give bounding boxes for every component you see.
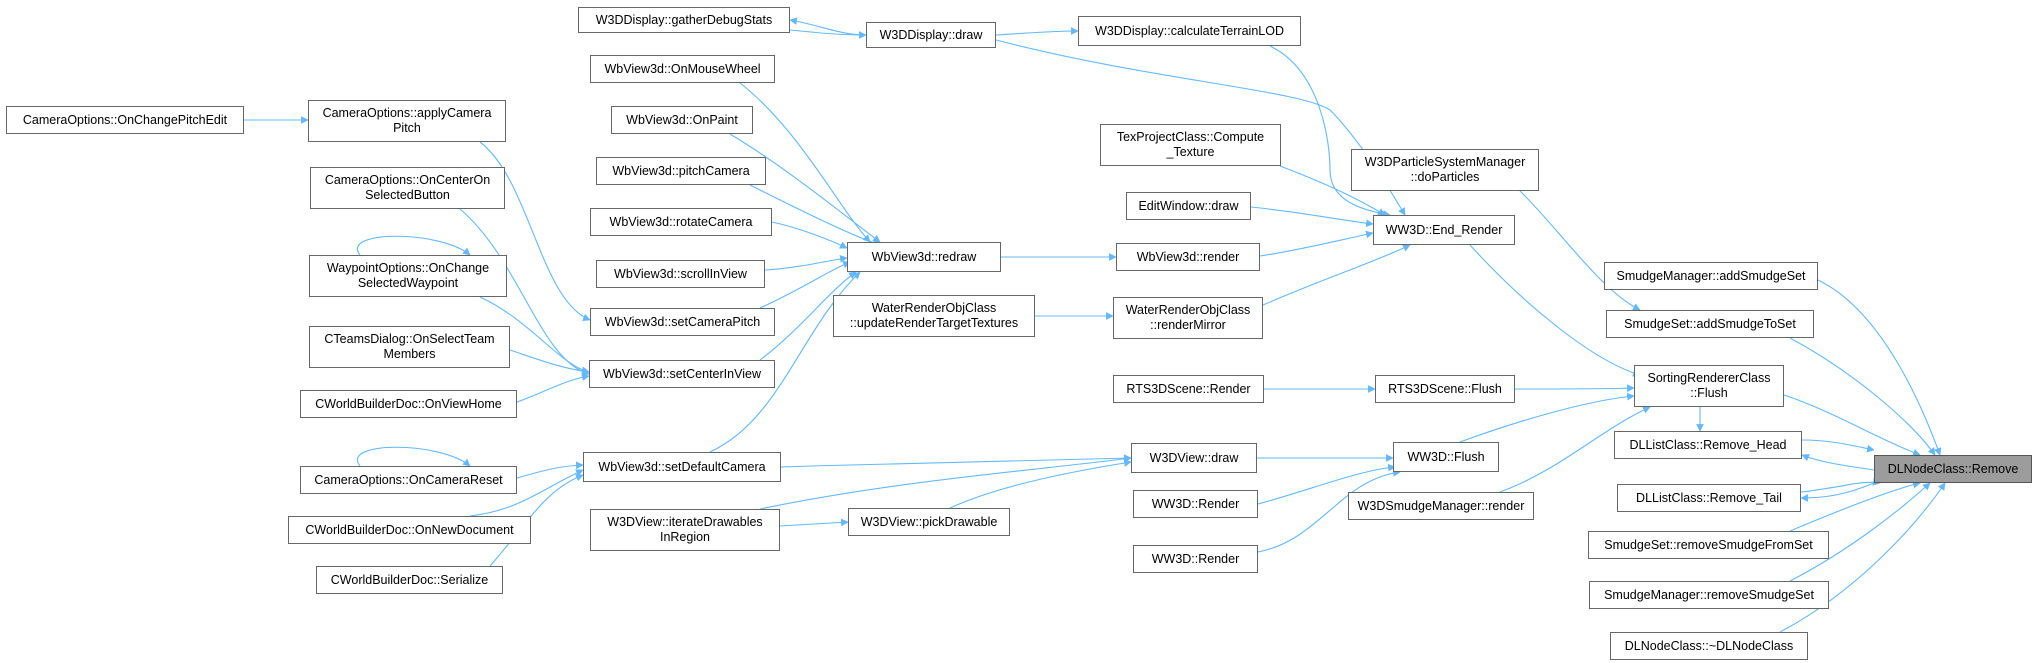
edge-ww3d-end-to-sorting-flush [1469,244,1641,377]
edge-wbdoc-new-to-wbv-setdefault [469,469,584,517]
edge-cam-reset-to-cam-reset [356,446,471,467]
node-wbv-paint[interactable]: WbView3d::OnPaint [611,106,753,134]
edge-dll-remove-head-to-dlnode-remove [1801,439,1875,453]
node-texproj[interactable]: TexProjectClass::Compute _Texture [1100,124,1281,166]
node-rts-flush[interactable]: RTS3DScene::Flush [1375,375,1515,403]
edge-w3dd-draw-to-w3dd-lod [995,27,1079,36]
node-wbdoc-home[interactable]: CWorldBuilderDoc::OnViewHome [300,390,517,418]
edge-sorting-flush-to-dlnode-remove [1783,394,1921,457]
edge-wbv-wheel-to-wbv-redraw [739,82,871,243]
node-ww3d-end[interactable]: WW3D::End_Render [1373,215,1515,245]
edge-ww3d-render1-to-ww3d-flush [1257,463,1396,505]
node-dll-remove-tail[interactable]: DLListClass::Remove_Tail [1617,484,1801,512]
edge-wp-change-to-wp-change [356,235,471,256]
node-dlnode-dtor[interactable]: DLNodeClass::~DLNodeClass [1610,632,1808,660]
edge-wbv-pitch-to-wbv-redraw [749,184,881,247]
node-cam-pitchedit[interactable]: CameraOptions::OnChangePitchEdit [6,106,244,134]
node-dll-remove-head[interactable]: DLListClass::Remove_Head [1614,431,1802,459]
node-wbv-wheel[interactable]: WbView3d::OnMouseWheel [590,55,775,83]
node-teams[interactable]: CTeamsDialog::OnSelectTeam Members [309,326,510,368]
edge-w3dview-pick-to-w3dview-draw [949,459,1132,509]
edge-w3dpsm-to-smudge-set-add [1519,190,1641,311]
node-wbv-render[interactable]: WbView3d::render [1116,243,1260,271]
node-dlnode-remove: DLNodeClass::Remove [1874,455,2032,483]
edge-rts-flush-to-sorting-flush [1514,384,1635,393]
edge-wbv-scroll-to-wbv-redraw [764,254,848,271]
node-editwin[interactable]: EditWindow::draw [1126,192,1251,220]
node-wbv-setcenter[interactable]: WbView3d::setCenterInView [589,360,775,388]
node-wbv-pitch[interactable]: WbView3d::pitchCamera [596,157,766,185]
node-cam-reset[interactable]: CameraOptions::OnCameraReset [300,466,517,494]
node-wbv-setpitch[interactable]: WbView3d::setCameraPitch [590,308,775,336]
edge-w3dd-draw-to-w3dd-debug [789,17,867,36]
node-w3dd-lod[interactable]: W3DDisplay::calculateTerrainLOD [1078,16,1301,46]
edge-wbv-paint-to-wbv-redraw [729,133,881,243]
edge-texproj-to-ww3d-end [1279,165,1386,216]
edge-editwin-to-ww3d-end [1250,206,1374,227]
edge-wbv-render-to-ww3d-end [1259,230,1374,257]
edge-wp-change-to-wbv-setcenter [479,296,590,375]
edge-smudge-mgr-remove-to-dlnode-remove [1789,482,1931,582]
node-smudge-mgr-remove[interactable]: SmudgeManager::removeSmudgeSet [1589,581,1829,609]
node-w3dd-debug[interactable]: W3DDisplay::gatherDebugStats [578,7,790,33]
edge-dll-remove-tail-to-dlnode-remove [1800,478,1881,493]
edge-wbv-setpitch-to-wbv-redraw [759,261,851,309]
node-wbv-rotate[interactable]: WbView3d::rotateCamera [590,208,772,236]
node-ww3d-flush[interactable]: WW3D::Flush [1393,442,1499,472]
node-cam-center[interactable]: CameraOptions::OnCenterOn SelectedButton [310,167,505,209]
edge-smudge-set-remove-to-dlnode-remove [1789,480,1921,532]
node-smudge-mgr-add[interactable]: SmudgeManager::addSmudgeSet [1604,262,1818,290]
node-ww3d-render2[interactable]: WW3D::Render [1133,545,1258,573]
edge-ww3d-flush-to-sorting-flush [1459,392,1635,443]
node-wbdoc-serialize[interactable]: CWorldBuilderDoc::Serialize [316,566,503,594]
edge-smudge-set-add-to-dlnode-remove [1789,337,1936,456]
edge-dlnode-dtor-to-dlnode-remove [1779,482,1946,633]
node-water-upd[interactable]: WaterRenderObjClass ::updateRenderTarget… [833,295,1035,337]
node-wbv-setdefault[interactable]: WbView3d::setDefaultCamera [583,452,781,482]
node-wbdoc-new[interactable]: CWorldBuilderDoc::OnNewDocument [288,516,531,544]
edge-teams-to-wbv-setcenter [509,349,590,375]
edge-wbdoc-serialize-to-wbv-setdefault [489,473,584,567]
edge-smudge-mgr-add-to-dlnode-remove [1817,279,1942,456]
node-rts-render[interactable]: RTS3DScene::Render [1113,375,1264,403]
edge-wbdoc-home-to-wbv-setcenter [516,373,590,403]
edge-cam-reset-to-wbv-setdefault [516,461,584,479]
node-smudge-set-add[interactable]: SmudgeSet::addSmudgeToSet [1606,310,1814,338]
node-w3dview-pick[interactable]: W3DView::pickDrawable [848,508,1010,536]
node-w3dview-iter[interactable]: W3DView::iterateDrawables InRegion [590,509,780,551]
node-ww3d-render1[interactable]: WW3D::Render [1133,490,1258,518]
edge-wbv-setcenter-to-wbv-redraw [759,271,857,361]
node-wbv-redraw[interactable]: WbView3d::redraw [847,242,1001,272]
node-water-mirror[interactable]: WaterRenderObjClass ::renderMirror [1113,297,1263,339]
edge-water-mirror-to-ww3d-end [1262,244,1411,306]
edge-dlnode-remove-to-dll-remove-tail [1800,482,1875,502]
edge-cam-center-to-wbv-setcenter [459,208,590,376]
edge-wbv-setdefault-to-w3dview-draw [780,454,1132,468]
node-sorting-flush[interactable]: SortingRendererClass ::Flush [1634,365,1784,407]
node-cam-apply[interactable]: CameraOptions::applyCamera Pitch [308,100,506,142]
node-w3dview-draw[interactable]: W3DView::draw [1131,443,1257,473]
node-smudge-set-remove[interactable]: SmudgeSet::removeSmudgeFromSet [1588,531,1829,559]
edge-w3dsmudge-render-to-sorting-flush [1499,406,1651,493]
node-w3dd-draw[interactable]: W3DDisplay::draw [866,22,996,48]
edge-w3dview-iter-to-w3dview-draw [759,455,1132,510]
node-wbv-scroll[interactable]: WbView3d::scrollInView [596,260,765,288]
node-wp-change[interactable]: WaypointOptions::OnChange SelectedWaypoi… [309,255,507,297]
edge-w3dview-iter-to-w3dview-pick [779,518,849,527]
edge-w3dd-lod-to-ww3d-end [1269,45,1391,218]
edge-w3dd-draw-to-w3dd-debug [789,29,867,39]
edge-ww3d-render2-to-ww3d-flush [1257,469,1401,553]
node-w3dpsm[interactable]: W3DParticleSystemManager ::doParticles [1351,149,1539,191]
edge-cam-apply-to-wbv-setpitch [479,141,591,321]
node-w3dsmudge-render[interactable]: W3DSmudgeManager::render [1348,492,1534,520]
edge-wbv-rotate-to-wbv-redraw [771,221,848,249]
edge-dlnode-remove-to-dll-remove-head [1801,453,1875,471]
